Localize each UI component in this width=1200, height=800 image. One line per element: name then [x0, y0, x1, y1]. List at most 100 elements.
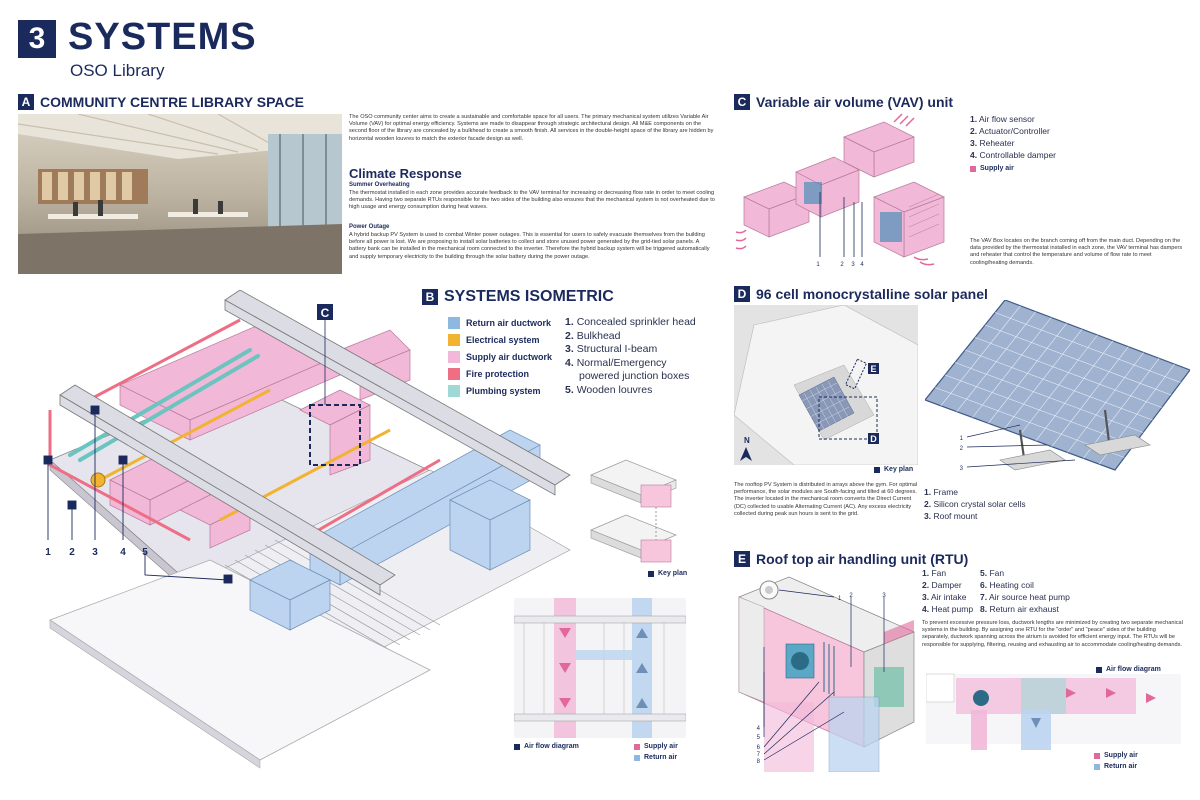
supply-swatch [1094, 752, 1100, 759]
callout-c-label: C [321, 306, 330, 320]
legend-swatch [448, 316, 460, 329]
rtu-leader-2: 2 [849, 593, 853, 599]
list-item: 3. Reheater [970, 138, 1015, 148]
section-e-badge: E [734, 551, 750, 567]
section-e-item-list-left: 1. Fan 2. Damper 3. Air intake 4. Heat p… [922, 567, 973, 615]
section-c-text: The VAV Box locates on the branch coming… [970, 238, 1183, 266]
vav-leader-4: 4 [860, 262, 864, 268]
list-item: powered junction boxes [579, 370, 690, 382]
list-item: 4. Heat pump [922, 604, 974, 614]
rtu-leader-4: 4 [757, 726, 761, 732]
summer-overheating-title: Summer Overheating [349, 182, 410, 188]
section-e-return-legend: Return air [1094, 763, 1137, 770]
section-b-title-text: SYSTEMS ISOMETRIC [444, 288, 614, 305]
section-c-item-list: 1. Air flow sensor 2. Actuator/Controlle… [970, 113, 1056, 175]
label-marker [1096, 666, 1102, 673]
legend-swatch [448, 367, 460, 380]
section-b-key-plan-label: Key plan [648, 570, 687, 577]
section-a-intro: The OSO community center aims to create … [349, 114, 714, 142]
section-d-item-list: 1. Frame 2. Silicon crystal solar cells … [924, 486, 1026, 522]
vav-leader-2: 2 [840, 262, 844, 268]
section-e-title-text: Roof top air handling unit (RTU) [756, 551, 969, 567]
section-d-title-text: 96 cell monocrystalline solar panel [756, 286, 988, 302]
section-d-text: The rooftop PV System is distributed in … [734, 482, 918, 517]
rtu-leader-3: 3 [882, 593, 886, 599]
section-b-title: B SYSTEMS ISOMETRIC [422, 288, 614, 306]
list-item: 4. Normal/Emergency [565, 356, 667, 369]
map-label-d: D [870, 434, 877, 444]
section-c-supply-legend: Supply air [970, 163, 1056, 175]
list-item: 1. Fan [922, 568, 947, 578]
legend-return-air: Return air ductwork [448, 314, 552, 331]
systems-legend: Return air ductwork Electrical system Su… [448, 314, 552, 399]
leader-label-4: 4 [120, 547, 126, 558]
list-item: 4. Controllable damper [970, 150, 1057, 160]
label-marker [514, 743, 520, 750]
rtu-leader-7: 7 [757, 752, 761, 758]
list-item: 6. Heating coil [980, 580, 1034, 590]
section-e-supply-legend: Supply air [1094, 752, 1138, 759]
vav-leader-1: 1 [816, 262, 820, 268]
rtu-leader-8: 8 [757, 759, 761, 765]
label-marker [874, 466, 880, 473]
summer-overheating-text: The thermostat installed in each zone pr… [349, 190, 715, 211]
section-number-badge: 3 [18, 20, 56, 58]
list-item: 1. Frame [924, 487, 959, 497]
library-interior-image [18, 114, 342, 274]
legend-swatch [448, 350, 460, 363]
rtu-airflow-diagram [926, 673, 1181, 750]
supply-swatch [634, 743, 640, 750]
section-d-title: D 96 cell monocrystalline solar panel [734, 286, 988, 302]
section-b-return-legend: Return air [634, 754, 677, 761]
rtu-drawing: 1 2 3 4 5 6 7 8 [738, 576, 915, 772]
power-outage-title: Power Outage [349, 224, 390, 230]
section-e-title: E Roof top air handling unit (RTU) [734, 551, 968, 567]
list-item: 5. Fan [980, 568, 1005, 578]
list-item: 3. Structural I-beam [565, 343, 658, 355]
rtu-leader-5: 5 [757, 735, 761, 741]
supply-swatch [970, 166, 976, 172]
legend-plumbing: Plumbing system [448, 382, 552, 399]
list-item: 8. Return air exhaust [980, 604, 1059, 614]
section-b-supply-legend: Supply air [634, 743, 678, 750]
vav-leader-3: 3 [851, 262, 855, 268]
return-swatch [1094, 763, 1100, 770]
section-c-badge: C [734, 94, 750, 110]
section-b-airflow-diagram [514, 598, 686, 738]
systems-isometric-drawing: C 1 2 3 4 5 [43, 290, 571, 769]
page-subtitle: OSO Library [70, 61, 165, 80]
section-d-key-plan-label: Key plan [874, 466, 913, 473]
power-outage-text: A hybrid backup PV System is used to com… [349, 232, 710, 260]
legend-supply-air: Supply air ductwork [448, 348, 552, 365]
section-b-item-list: 1. Concealed sprinkler head 2. Bulkhead … [565, 316, 696, 397]
leader-label-5: 5 [142, 547, 148, 558]
solar-leader-3: 3 [960, 466, 964, 472]
list-item: 1. Concealed sprinkler head [565, 316, 696, 328]
solar-panel-drawing: 1 2 3 [925, 300, 1190, 472]
list-item: 2. Actuator/Controller [970, 126, 1050, 136]
leader-label-1: 1 [45, 547, 51, 558]
page-title: SYSTEMS [68, 16, 257, 58]
section-e-item-list-right: 5. Fan 6. Heating coil 7. Air source hea… [980, 567, 1070, 615]
section-b-airflow-label: Air flow diagram [514, 743, 579, 750]
list-item: 3. Air intake [922, 592, 967, 602]
leader-label-3: 3 [92, 547, 98, 558]
legend-swatch [448, 384, 460, 397]
list-item: 2. Bulkhead [565, 329, 621, 342]
section-d-badge: D [734, 286, 750, 302]
vav-unit-drawing: 1 2 3 4 [735, 113, 945, 268]
section-a-title: A COMMUNITY CENTRE LIBRARY SPACE [18, 94, 304, 110]
climate-response-title: Climate Response [349, 166, 462, 181]
leader-label-2: 2 [69, 547, 75, 558]
list-item: 3. Roof mount [924, 511, 978, 521]
solar-leader-2: 2 [960, 446, 964, 452]
map-label-e: E [870, 364, 876, 374]
section-a-title-text: COMMUNITY CENTRE LIBRARY SPACE [40, 94, 304, 110]
section-c-title-text: Variable air volume (VAV) unit [756, 94, 954, 110]
legend-swatch [448, 333, 460, 346]
label-marker [648, 570, 654, 577]
rtu-leader-1: 1 [838, 596, 842, 602]
list-item: 1. Air flow sensor [970, 114, 1035, 124]
list-item: 2. Damper [922, 580, 962, 590]
return-swatch [634, 754, 640, 761]
